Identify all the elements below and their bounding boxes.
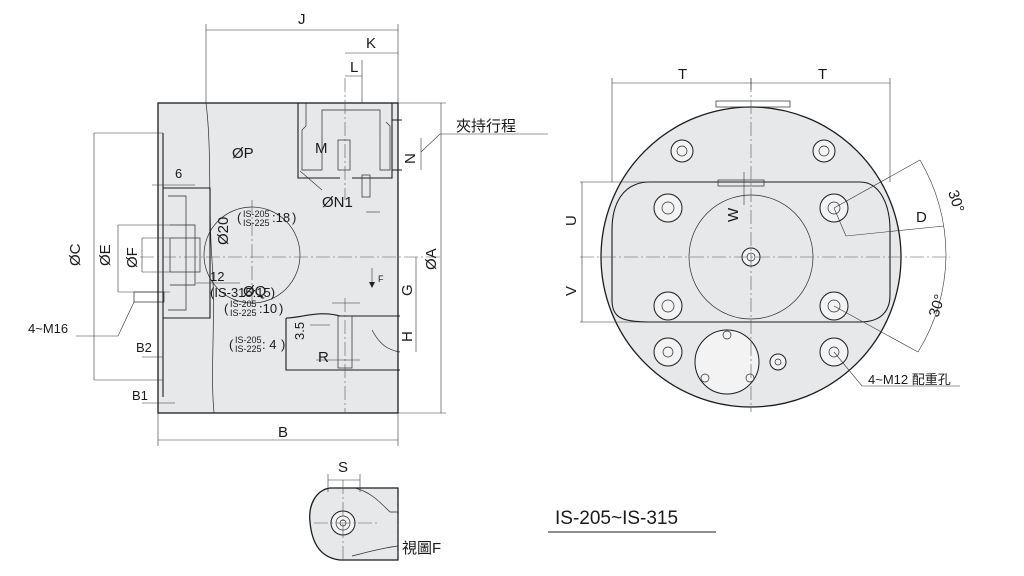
svg-text:): )	[279, 301, 283, 316]
front-view-labels: T T U V W D 30° 30° 4~M12 配重孔	[563, 66, 967, 387]
dim-N1: ØN1	[322, 194, 353, 211]
dim-S: S	[338, 459, 348, 476]
side-view	[76, 24, 548, 446]
bolt-holes	[653, 139, 849, 395]
side-body	[157, 102, 399, 414]
dim-K: K	[366, 35, 376, 52]
note18-b: IS-225	[243, 218, 270, 228]
svg-text:(: (	[237, 210, 242, 225]
note4-a: IS-205	[235, 335, 262, 345]
dim-H: H	[399, 331, 416, 342]
dim-A: ØA	[423, 248, 440, 270]
note4-val: : 4	[262, 337, 276, 352]
dim-B2: B2	[136, 340, 152, 355]
dim-E: ØE	[97, 244, 114, 266]
note18-val: :18	[272, 210, 290, 225]
dim-Q: ØQ	[243, 283, 266, 300]
model-title: IS-205~IS-315	[555, 508, 678, 529]
note-is315: (IS-315:15)	[210, 285, 275, 300]
dim-B: B	[278, 424, 288, 441]
dim-U: U	[563, 215, 580, 226]
svg-text:): )	[281, 337, 285, 352]
mount-holes-label: 4~M12 配重孔	[868, 372, 951, 387]
dim-C: ØC	[67, 243, 84, 266]
note10-a: IS-205	[230, 299, 257, 309]
dim-phi20: Ø20	[215, 217, 232, 245]
dim-F: ØF	[124, 247, 141, 268]
dim-W: W	[725, 207, 742, 222]
detail-caption: 視圖F	[402, 540, 441, 557]
side-view-labels: J K L M ØP ØN1 6 ØQ R B B2 B1 4~M16 12 (…	[28, 11, 516, 441]
dim-R: R	[318, 349, 329, 366]
svg-text:(: (	[224, 301, 229, 316]
angle-lower: 30°	[926, 292, 949, 319]
dim-G: G	[399, 284, 416, 296]
dim-12: 12	[210, 269, 224, 284]
dim-T-left: T	[678, 66, 687, 83]
dim-M16: 4~M16	[28, 321, 68, 336]
note18-a: IS-205	[243, 209, 270, 219]
front-view	[580, 78, 960, 412]
angle-upper: 30°	[944, 188, 967, 215]
dim-V: V	[563, 286, 580, 296]
dim-3.5: 3.5	[292, 322, 307, 340]
clamp-stroke-label: 夾持行程	[456, 118, 516, 135]
note10-b: IS-225	[230, 308, 257, 318]
dim-6: 6	[175, 166, 182, 181]
side-inner-outline	[205, 102, 215, 414]
svg-text:(: (	[229, 337, 234, 352]
note10-val: :10	[259, 301, 277, 316]
dim-L: L	[350, 59, 358, 76]
svg-text:): )	[292, 210, 296, 225]
detail-view-F	[309, 474, 399, 561]
note4-b: IS-225	[235, 344, 262, 354]
dim-P: ØP	[232, 145, 254, 162]
dim-B1: B1	[132, 388, 148, 403]
dim-T-right: T	[818, 66, 827, 83]
dim-J: J	[298, 11, 306, 28]
dim-D: D	[916, 209, 927, 226]
jaw-slot	[611, 181, 891, 323]
arrow-F-label: F	[378, 274, 384, 284]
dim-N: N	[402, 153, 419, 164]
dim-M: M	[315, 140, 328, 157]
